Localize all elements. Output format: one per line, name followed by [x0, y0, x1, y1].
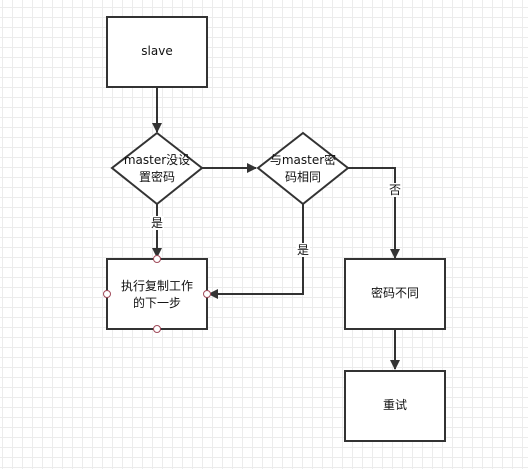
node-password-diff-label: 密码不同 — [370, 286, 419, 300]
edge-label-yes-2: 是 — [296, 243, 311, 257]
node-next-step-label: 执行复制工作 的下一步 — [107, 278, 207, 312]
node-slave-label: slave — [141, 44, 173, 58]
connection-handle-bottom[interactable] — [153, 325, 161, 333]
node-check-same-password-line2: 码相同 — [284, 170, 321, 184]
edge-label-yes-1: 是 — [150, 216, 165, 230]
node-retry-label: 重试 — [382, 398, 407, 412]
connection-handle-right[interactable] — [203, 290, 211, 298]
node-check-master-password-diamond — [110, 131, 204, 206]
edge-check-same-yes-to-next-step — [208, 204, 304, 299]
node-check-master-password-line1: master没设 — [123, 153, 191, 167]
connection-handle-top[interactable] — [153, 255, 161, 263]
connection-handle-left[interactable] — [103, 290, 111, 298]
edge-label-no: 否 — [388, 183, 403, 197]
node-retry-box — [344, 370, 446, 442]
node-next-step-line2: 的下一步 — [132, 296, 181, 310]
edge-check-same-no-to-password-diff — [348, 167, 400, 259]
node-check-master-password-label: master没设 置密码 — [102, 152, 212, 186]
node-check-same-password-diamond — [256, 131, 350, 206]
node-password-diff-box — [344, 258, 446, 330]
node-check-master-password-line2: 置密码 — [138, 170, 175, 184]
node-next-step-line1: 执行复制工作 — [120, 279, 193, 293]
node-slave-box — [106, 16, 208, 88]
node-check-same-password-label: 与master密 码相同 — [248, 152, 358, 186]
node-check-same-password-line1: 与master密 — [269, 153, 337, 167]
